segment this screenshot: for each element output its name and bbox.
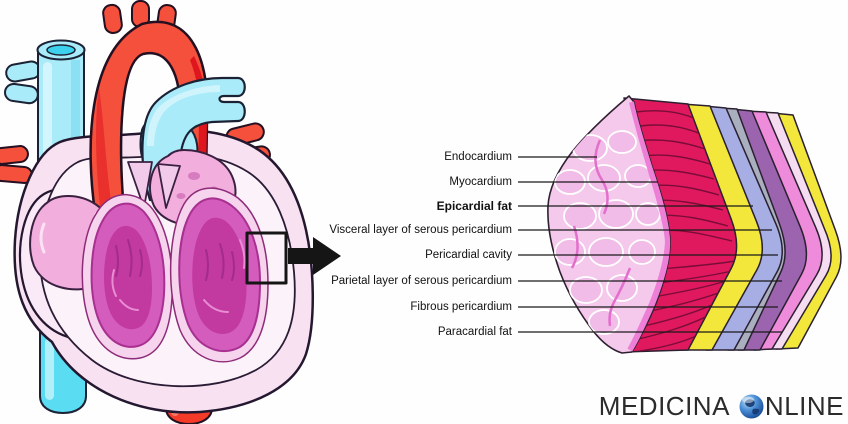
label-myocardium: Myocardium: [449, 176, 512, 188]
vessel-opening: [46, 44, 76, 56]
heart-valves: [127, 161, 181, 209]
logo-word-medicina: MEDICINA: [598, 391, 730, 421]
endocardium-texture: [554, 101, 671, 352]
heart-illustration: [0, 0, 341, 424]
left-vein-stubs: [4, 60, 41, 105]
left-ventricle: [81, 193, 174, 360]
leader-lines: [518, 156, 782, 333]
left-artery-stubs: [0, 145, 33, 184]
label-parietal-serous-pericardium: Parietal layer of serous pericardium: [331, 275, 512, 287]
label-pericardial-cavity: Pericardial cavity: [425, 249, 512, 261]
label-epicardial-fat: Epicardial fat: [436, 199, 512, 213]
aorta: [89, 0, 209, 214]
label-fibrous-pericardium: Fibrous pericardium: [410, 301, 512, 313]
brand-logo: MEDICINA NLINE: [599, 391, 844, 422]
label-visceral-serous-pericardium: Visceral layer of serous pericardium: [329, 224, 512, 236]
callout-rectangle: [245, 231, 288, 285]
right-ventricle: [169, 187, 269, 363]
globe-icon: [739, 394, 764, 419]
zoom-arrow-icon: [288, 237, 341, 275]
label-paracardial-fat: Paracardial fat: [437, 326, 512, 338]
logo-word-online: NLINE: [764, 391, 844, 421]
pericardium-layer-stack: [518, 95, 842, 354]
label-endocardium: Endocardium: [444, 151, 512, 163]
